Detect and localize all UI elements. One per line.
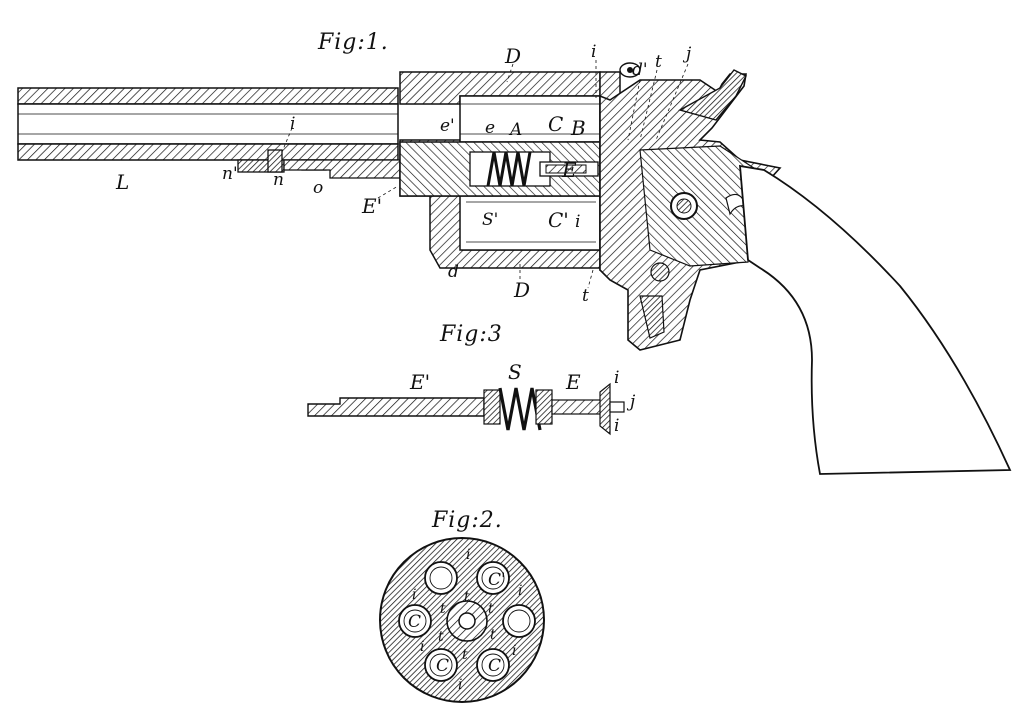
lock-frame [599, 62, 782, 351]
fig1-label-e-prime: e' [440, 116, 455, 136]
fig2-label-i-4: i [512, 643, 517, 659]
fig1-label-S-prime: S' [482, 210, 499, 230]
fig1-label-D-bottom: D [514, 278, 531, 302]
fig1-label-C-bottom: C' [548, 208, 569, 232]
fig3-axis-pin [307, 382, 625, 436]
fig1-label-A: A [510, 120, 523, 140]
fig1-label-i-top: i [591, 42, 597, 62]
fig1-revolver-section [17, 60, 1012, 475]
fig1-label-t-top: t [655, 52, 662, 72]
fig2-label-i-6: i [458, 677, 463, 693]
fig3-label-E-prime: E' [410, 370, 431, 394]
fig3-label-i-bottom: i [614, 416, 620, 436]
fig2-label-i-3: i [412, 587, 417, 603]
fig1-leaders [281, 60, 689, 289]
fig2-label-C-3: C [488, 656, 502, 676]
fig2-label-i-5: i [420, 639, 425, 655]
fig3-label-j: j [630, 392, 636, 412]
fig1-label-t-bottom: t [582, 286, 589, 306]
grip [739, 164, 1012, 475]
fig3-label-E: E [566, 370, 581, 394]
fig1-label-i-bottom: i [575, 212, 581, 232]
fig1-label-D-top: D [505, 44, 522, 68]
fig1-label-B: B [571, 116, 586, 140]
fig2-label-t-5: t [438, 629, 444, 645]
fig1-label-E: E [562, 158, 577, 182]
fig2-label-C-2: C [408, 612, 422, 632]
fig1-title: Fig:1. [318, 30, 389, 55]
fig1-label-L: L [116, 170, 130, 194]
fig2-title: Fig:2. [432, 508, 503, 533]
fig2-label-C-1: C' [488, 570, 506, 590]
fig2-label-C-4: C [436, 656, 450, 676]
fig1-label-n: n [273, 170, 284, 190]
fig1-label-C-top: C [548, 112, 564, 136]
fig1-label-d-prime: d' [632, 60, 648, 80]
fig3-label-i-top: i [614, 368, 620, 388]
chamber-rims [403, 566, 531, 677]
fig1-label-e: e [485, 118, 496, 138]
fig2-label-t-2: t [488, 601, 494, 617]
fig3-label-S: S [508, 360, 522, 384]
fig2-label-t-1: t [464, 589, 470, 605]
fig1-label-d: d [448, 262, 459, 282]
fig2-cylinder-end-view [379, 537, 545, 703]
barrel-L [17, 87, 401, 179]
fig1-label-o: o [313, 178, 324, 198]
fig2-label-t-3: t [440, 601, 446, 617]
fig2-label-t-6: t [462, 647, 468, 663]
frame-D [399, 71, 627, 269]
fig2-label-i-1: i [466, 547, 471, 563]
fig1-label-n-prime: n' [222, 164, 238, 184]
fig1-label-E-prime: E' [362, 194, 383, 218]
fig1-label-j-top: j [686, 44, 692, 64]
fig2-label-i-2: i [518, 583, 523, 599]
fig3-title: Fig:3 [440, 322, 503, 347]
fig2-label-t-4: t [490, 627, 496, 643]
fig1-label-i-barrel: i [290, 114, 296, 134]
